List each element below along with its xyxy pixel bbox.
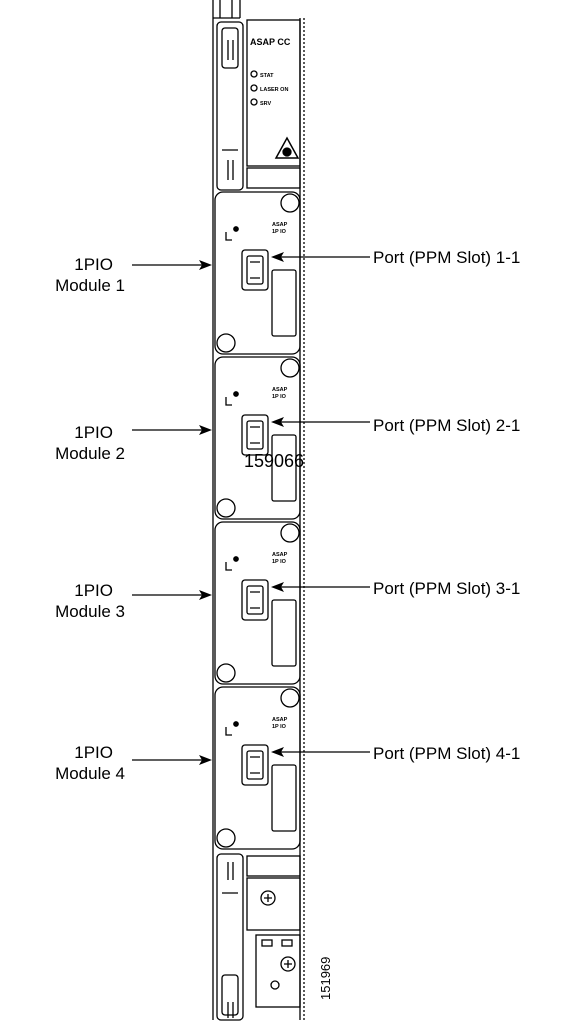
led-label-srv: SRV xyxy=(260,101,272,107)
module-led-icon xyxy=(233,226,239,232)
bottom-ejector-handle xyxy=(216,853,244,1021)
card-title: ASAP CC xyxy=(250,37,291,47)
module-arrow-left xyxy=(132,590,212,600)
corner-screw-icon xyxy=(280,688,300,708)
led-label-stat: STAT xyxy=(260,73,274,79)
corner-screw-icon xyxy=(216,498,236,518)
module-led-icon xyxy=(233,556,239,562)
port-4-label: Port (PPM Slot) 4-1 xyxy=(373,744,521,763)
figure-number: 151969 xyxy=(318,957,333,1000)
port-arrow-right xyxy=(271,582,370,592)
port-arrow-right xyxy=(271,252,370,262)
top-ejector-handle xyxy=(216,21,244,191)
module-silkscreen-1: ASAP xyxy=(272,387,288,393)
corner-screw-icon xyxy=(280,193,300,213)
screw-bottom-icon xyxy=(280,956,296,972)
corner-screw-icon xyxy=(280,358,300,378)
module-led-icon xyxy=(233,721,239,727)
ppm-port-icon xyxy=(241,249,269,291)
module-2-label: 1PIO Module 2 xyxy=(55,423,125,463)
module-arrow-left xyxy=(132,755,212,765)
laser-warning-icon xyxy=(274,136,300,159)
module-arrow-left xyxy=(132,260,212,270)
module-4-label: 1PIO Module 4 xyxy=(55,743,125,783)
module-silkscreen-1: ASAP xyxy=(272,222,288,228)
overlay-number: 159066 xyxy=(244,451,305,471)
module-1-label: 1PIO Module 1 xyxy=(55,255,125,295)
module-led-icon xyxy=(233,391,239,397)
module-silkscreen-2: 1P IO xyxy=(272,559,287,565)
screw-top-icon xyxy=(260,890,276,906)
port-3-label: Port (PPM Slot) 3-1 xyxy=(373,579,521,598)
corner-screw-icon xyxy=(216,333,236,353)
module-3-label: 1PIO Module 3 xyxy=(55,581,125,621)
led-label-laser-on: LASER ON xyxy=(260,87,288,93)
module-silkscreen-2: 1P IO xyxy=(272,724,287,730)
corner-screw-icon xyxy=(216,663,236,683)
module-silkscreen-2: 1P IO xyxy=(272,394,287,400)
port-arrow-right xyxy=(271,417,370,427)
corner-screw-icon xyxy=(280,523,300,543)
port-1-label: Port (PPM Slot) 1-1 xyxy=(373,248,521,267)
top-faceplate xyxy=(246,19,301,167)
ppm-port-icon xyxy=(241,414,269,456)
port-arrow-right xyxy=(271,747,370,757)
ppm-port-icon xyxy=(241,744,269,786)
module-silkscreen-1: ASAP xyxy=(272,552,288,558)
module-silkscreen-1: ASAP xyxy=(272,717,288,723)
corner-screw-icon xyxy=(216,828,236,848)
ppm-port-icon xyxy=(241,579,269,621)
module-arrow-left xyxy=(132,425,212,435)
module-silkscreen-2: 1P IO xyxy=(272,229,287,235)
port-2-label: Port (PPM Slot) 2-1 xyxy=(373,416,521,435)
